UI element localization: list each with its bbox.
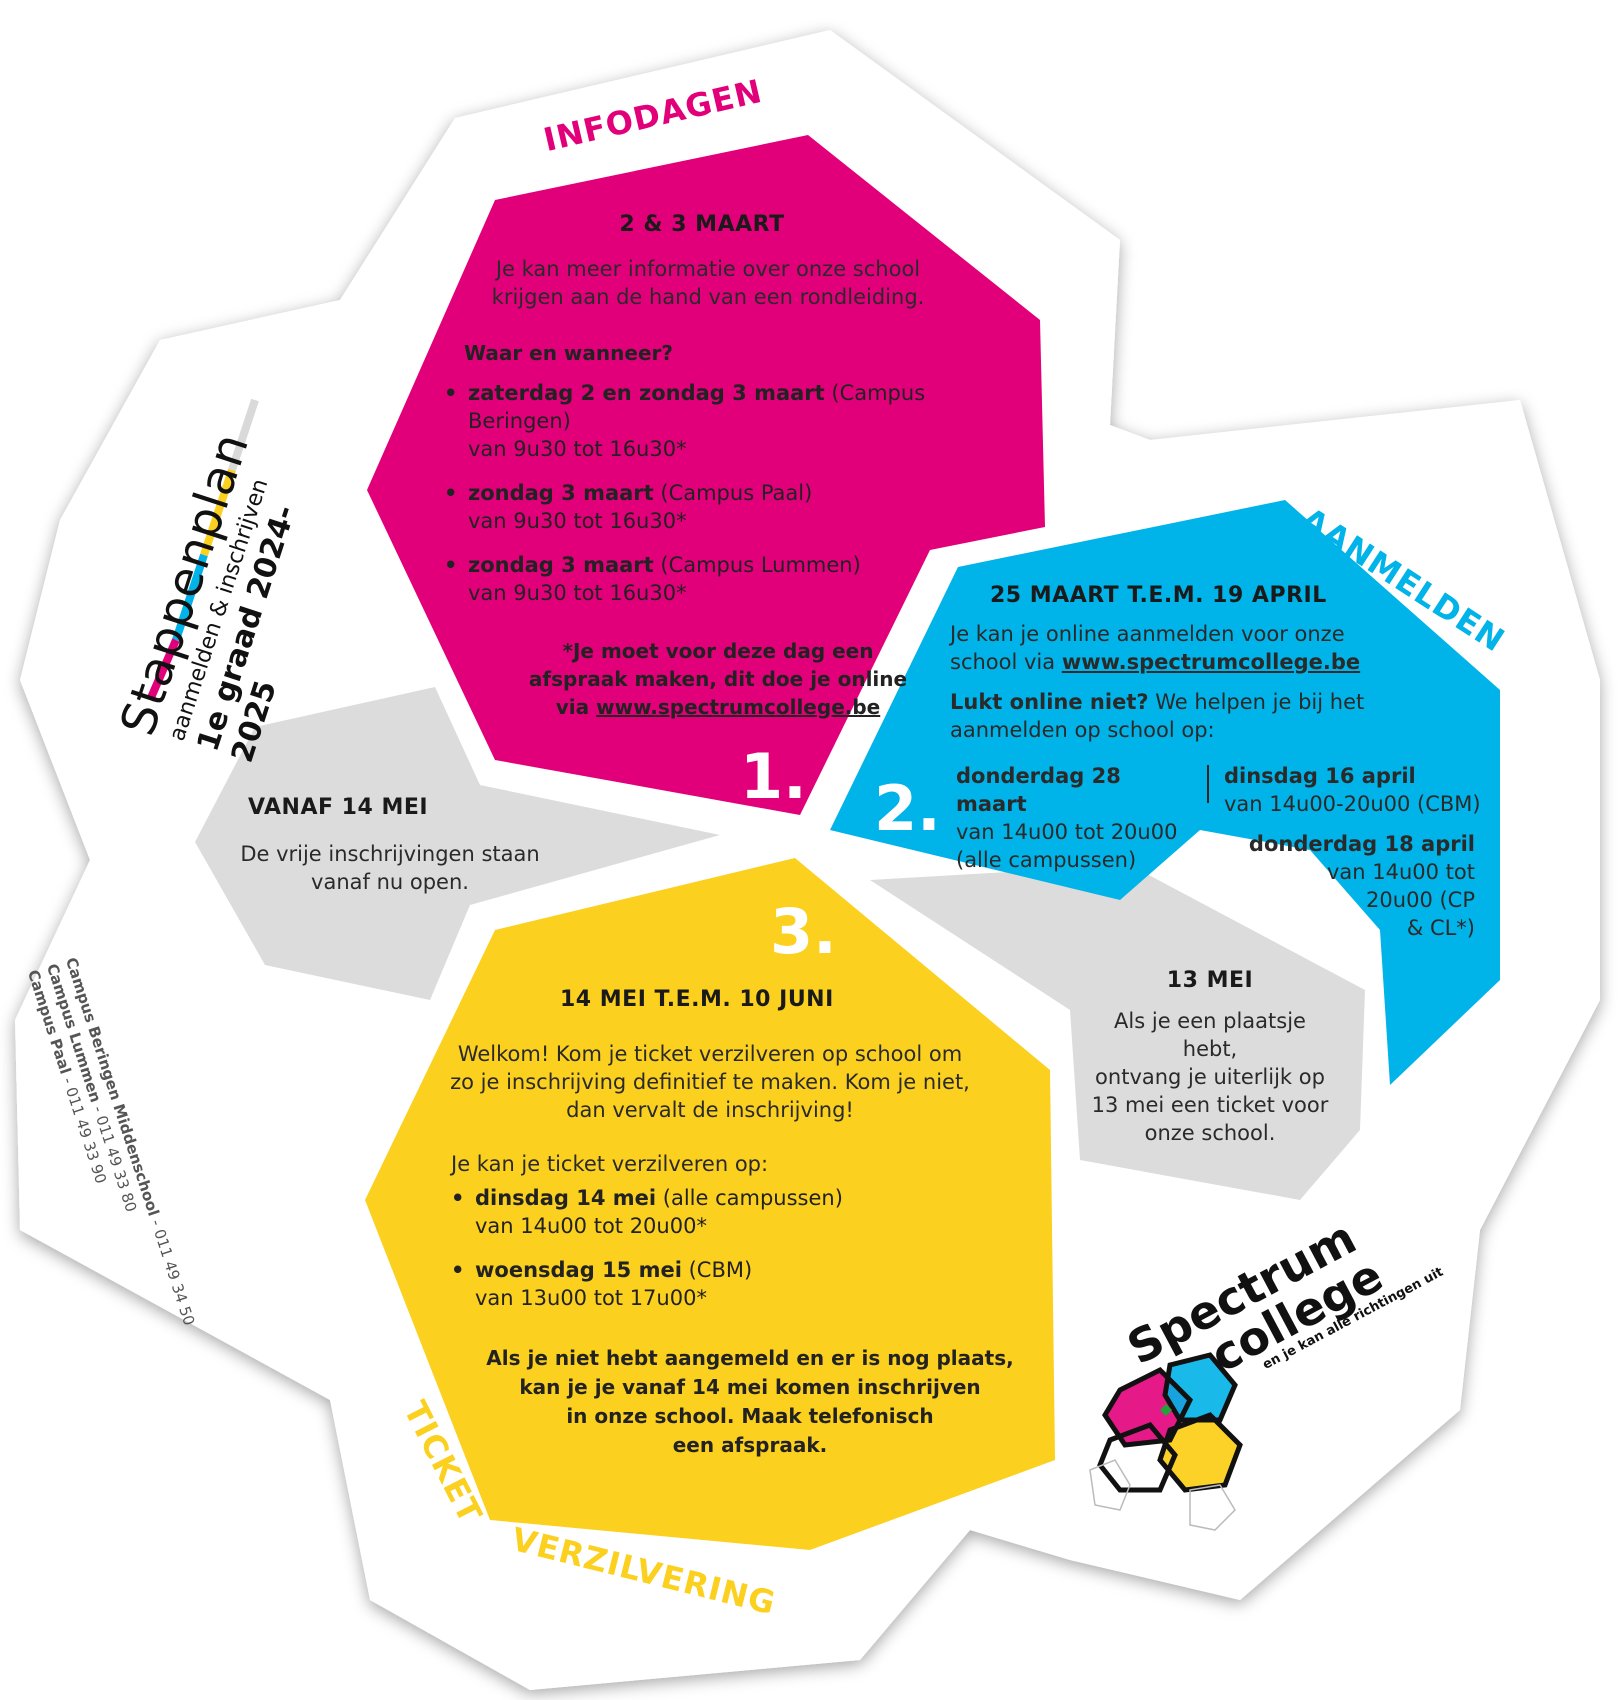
step1-list: zaterdag 2 en zondag 3 maart (Campus Ber…	[442, 379, 1028, 607]
step2-divider	[1207, 765, 1209, 803]
step2-col1: donderdag 28 maart van 14u00 tot 20u00 (…	[956, 764, 1178, 872]
step2-col3: donderdag 18 april van 14u00 tot 20u00 (…	[1248, 832, 1475, 940]
grey-left-content: VANAF 14 MEI De vrije inschrijvingen sta…	[230, 795, 550, 896]
website-link[interactable]: www.spectrumcollege.be	[596, 695, 881, 719]
magenta-hex	[367, 135, 1045, 815]
step1-content: 2 & 3 MAART Je kan meer informatie over …	[428, 212, 1028, 721]
step3-note: Als je niet hebt aangemeld en er is nog …	[486, 1346, 1014, 1457]
logo-mark-icon	[1089, 1352, 1243, 1531]
website-link[interactable]: www.spectrumcollege.be	[1061, 650, 1361, 674]
grey-right-content: 13 MEI Als je een plaatsje hebt, ontvang…	[1085, 968, 1335, 1147]
title-stripe-grey	[228, 398, 259, 472]
step2-col2: dinsdag 16 april van 14u00-20u00 (CBM)	[1224, 764, 1481, 816]
list-item: zaterdag 2 en zondag 3 maart (Campus Ber…	[442, 379, 1028, 463]
list-item: woensdag 15 mei (CBM)van 13u00 tot 17u00…	[449, 1256, 1005, 1312]
step1-heading: 2 & 3 MAART	[619, 212, 785, 237]
step3-list: dinsdag 14 mei (alle campussen)van 14u00…	[449, 1184, 1005, 1312]
step2-heading: 25 MAART T.E.M. 19 APRIL	[990, 583, 1327, 608]
step3-heading: 14 MEI T.E.M. 10 JUNI	[560, 987, 834, 1012]
step2-content: 25 MAART T.E.M. 19 APRIL Je kan je onlin…	[950, 583, 1470, 744]
step2-help: Lukt online niet? We helpen je bij het a…	[950, 690, 1365, 742]
list-item: zondag 3 maart (Campus Paal)van 9u30 tot…	[442, 479, 1028, 535]
step2-intro: Je kan je online aanmelden voor onze sch…	[950, 622, 1361, 674]
grey-left-heading: VANAF 14 MEI	[248, 795, 429, 820]
step1-number: 1.	[740, 740, 807, 813]
grey-hex-left	[195, 687, 720, 1000]
grey-hex-right	[870, 865, 1365, 1200]
grey-right-heading: 13 MEI	[1166, 968, 1254, 993]
step3-where: Je kan je ticket verzilveren op:	[451, 1152, 769, 1176]
step2-number: 2.	[874, 772, 941, 845]
step1-where-when: Waar en wanneer?	[464, 341, 673, 365]
step3-intro: Welkom! Kom je ticket verzilveren op sch…	[450, 1042, 970, 1122]
grey-right-body: Als je een plaatsje hebt, ontvang je uit…	[1091, 1009, 1329, 1145]
title-stripe-yellow	[200, 468, 236, 557]
step3-content: 14 MEI T.E.M. 10 JUNI Welkom! Kom je tic…	[445, 987, 1005, 1328]
step1-note: *Je moet voor deze dag een afspraak make…	[528, 639, 908, 719]
grey-left-body: De vrije inschrijvingen staan vanaf nu o…	[240, 842, 540, 894]
step3-number: 3.	[770, 895, 837, 968]
list-item: zondag 3 maart (Campus Lummen)van 9u30 t…	[442, 551, 1028, 607]
list-item: dinsdag 14 mei (alle campussen)van 14u00…	[449, 1184, 1005, 1240]
title-stripe-magenta	[146, 638, 180, 702]
title-stripe-cyan	[172, 553, 208, 642]
step1-intro: Je kan meer informatie over onze school …	[491, 257, 925, 309]
cyan-hex	[830, 500, 1500, 1085]
